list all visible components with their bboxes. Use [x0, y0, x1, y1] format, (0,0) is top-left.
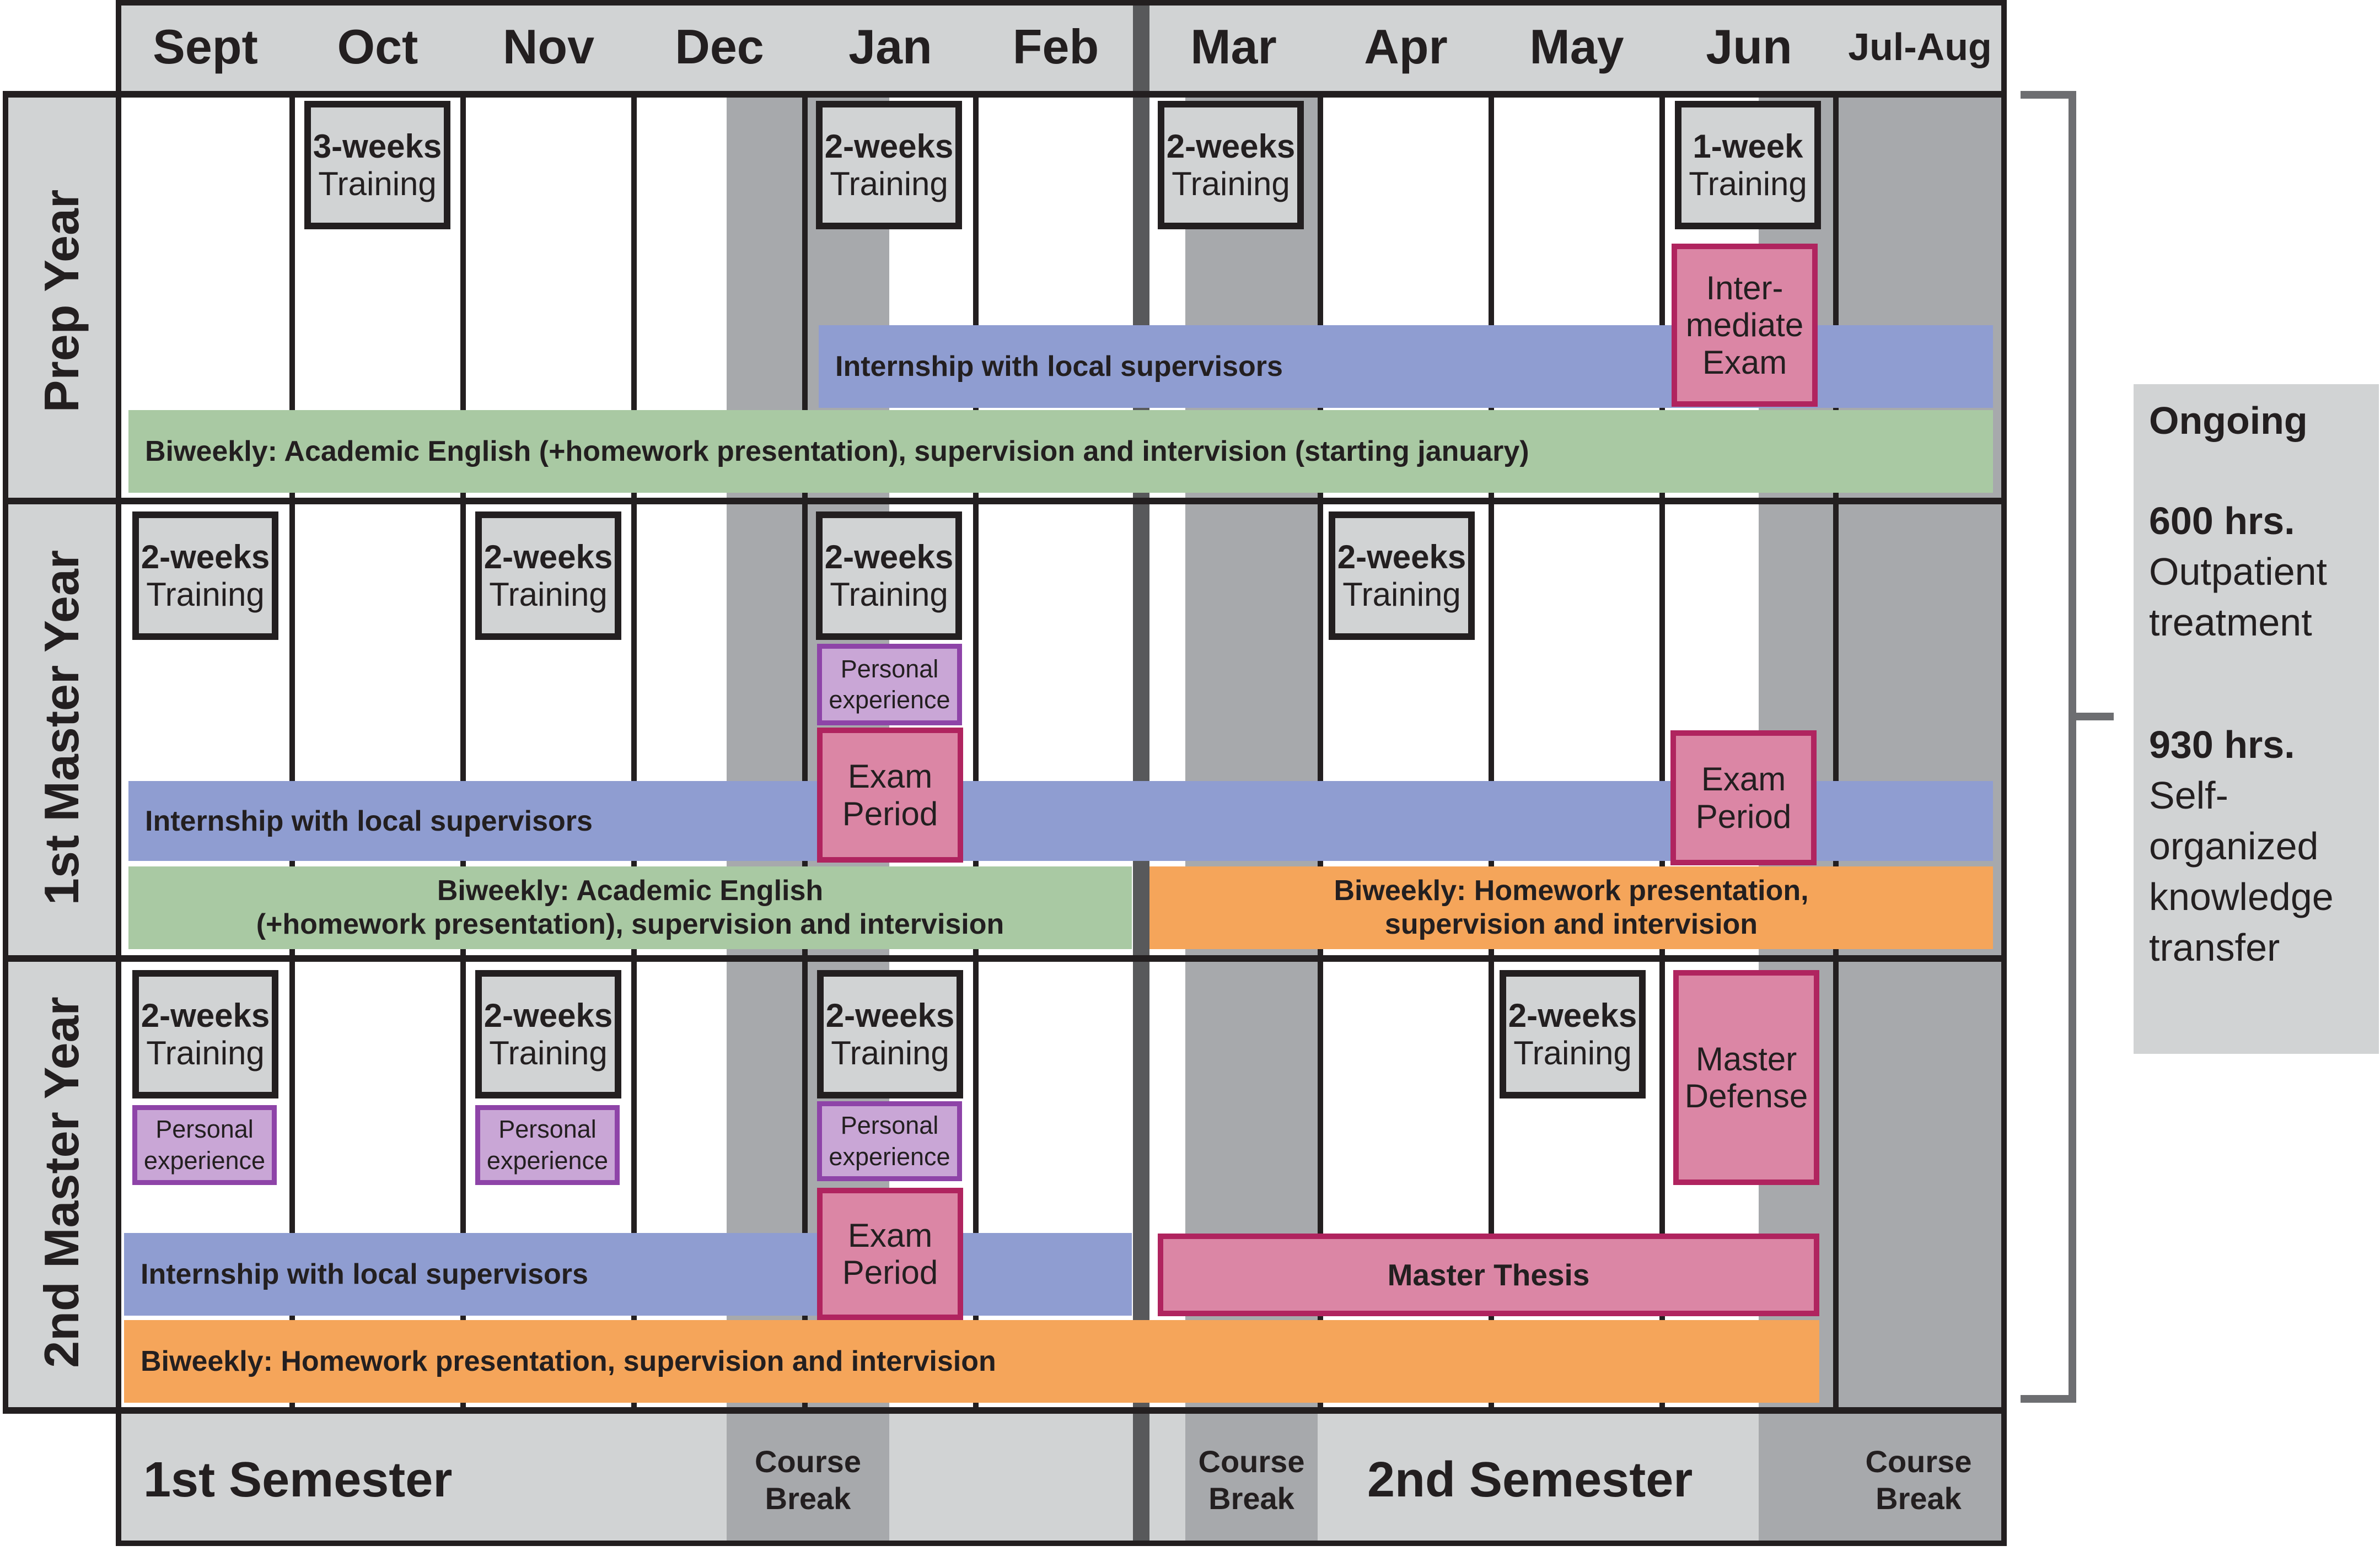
- internship-bar: Internship with local supervisors: [124, 1233, 1132, 1316]
- month-oct: Oct: [337, 19, 418, 74]
- footer-break-mar: [1185, 1411, 1318, 1543]
- training-box: 3-weeks Training: [304, 101, 450, 229]
- bracket-top: [2021, 91, 2076, 99]
- month-jan: Jan: [848, 19, 932, 74]
- biweekly-bar-prep: Biweekly: Academic English (+homework pr…: [128, 410, 1993, 493]
- ongoing-text-1: Outpatient treatment: [2149, 550, 2327, 644]
- exam-period-box: Exam Period: [1670, 730, 1817, 865]
- year-label-prep: Prep Year: [34, 189, 89, 413]
- ongoing-text-2: Self-organized knowledge transfer: [2149, 774, 2334, 969]
- month-header-bg: [119, 0, 2007, 94]
- bracket-point: [2069, 713, 2114, 720]
- ongoing-panel: Ongoing 600 hrs. Outpatient treatment 93…: [2134, 384, 2379, 1054]
- semester-footer-bg: [119, 1411, 2007, 1543]
- course-break-label: Course Break: [1865, 1444, 1972, 1516]
- personal-experience-box: Personal experience: [817, 1101, 962, 1181]
- training-box: 2-weeks Training: [132, 511, 278, 640]
- year-label-master2: 2nd Master Year: [34, 997, 89, 1368]
- course-break-label: Course Break: [755, 1444, 861, 1516]
- course-break-label: Course Break: [1198, 1444, 1305, 1516]
- training-box: 1-week Training: [1675, 101, 1821, 229]
- training-box: 2-weeks Training: [1329, 511, 1475, 640]
- training-box: 2-weeks Training: [475, 511, 621, 640]
- training-box: 2-weeks Training: [132, 970, 278, 1098]
- personal-experience-box: Personal experience: [817, 644, 962, 725]
- training-box: 2-weeks Training: [816, 511, 962, 640]
- month-feb: Feb: [1012, 19, 1099, 74]
- semester-2-label: 2nd Semester: [1367, 1452, 1693, 1507]
- training-box: 2-weeks Training: [1158, 101, 1304, 229]
- footer-break-dec: [727, 1411, 889, 1543]
- biweekly-bar-m1-second: Biweekly: Homework presentation, supervi…: [1149, 866, 1993, 949]
- semester-1-label: 1st Semester: [143, 1452, 453, 1507]
- year-label-master1: 1st Master Year: [34, 550, 89, 906]
- month-jun: Jun: [1706, 19, 1792, 74]
- footer-break-jun: [1759, 1411, 2007, 1543]
- month-sept: Sept: [153, 19, 258, 74]
- training-box: 2-weeks Training: [816, 101, 962, 229]
- intermediate-exam-box: Inter- mediate Exam: [1672, 244, 1818, 407]
- ongoing-title: Ongoing: [2149, 399, 2308, 442]
- training-box: 2-weeks Training: [1500, 970, 1646, 1098]
- year-label-bg: [6, 94, 119, 1411]
- month-mar: Mar: [1190, 19, 1277, 74]
- bracket-bottom: [2021, 1395, 2076, 1403]
- bracket-vertical: [2069, 91, 2076, 1403]
- ongoing-hours-2: 930 hrs.: [2149, 723, 2295, 766]
- month-jul-aug: Jul-Aug: [1848, 25, 1992, 68]
- training-box: 2-weeks Training: [817, 970, 963, 1098]
- exam-period-box: Exam Period: [817, 1188, 963, 1320]
- training-box: 2-weeks Training: [475, 970, 621, 1098]
- biweekly-bar-m1-first: Biweekly: Academic English (+homework pr…: [128, 866, 1132, 949]
- course-break-shade-julaug: [1836, 94, 2007, 1411]
- personal-experience-box: Personal experience: [132, 1105, 277, 1185]
- month-apr: Apr: [1364, 19, 1448, 74]
- month-may: May: [1529, 19, 1624, 74]
- month-dec: Dec: [675, 19, 764, 74]
- ongoing-hours-1: 600 hrs.: [2149, 499, 2295, 542]
- biweekly-bar-m2: Biweekly: Homework presentation, supervi…: [124, 1320, 1819, 1403]
- month-nov: Nov: [502, 19, 595, 74]
- personal-experience-box: Personal experience: [475, 1105, 620, 1185]
- exam-period-box: Exam Period: [817, 728, 963, 863]
- master-defense-box: Master Defense: [1673, 970, 1819, 1185]
- master-thesis-bar: Master Thesis: [1158, 1234, 1819, 1316]
